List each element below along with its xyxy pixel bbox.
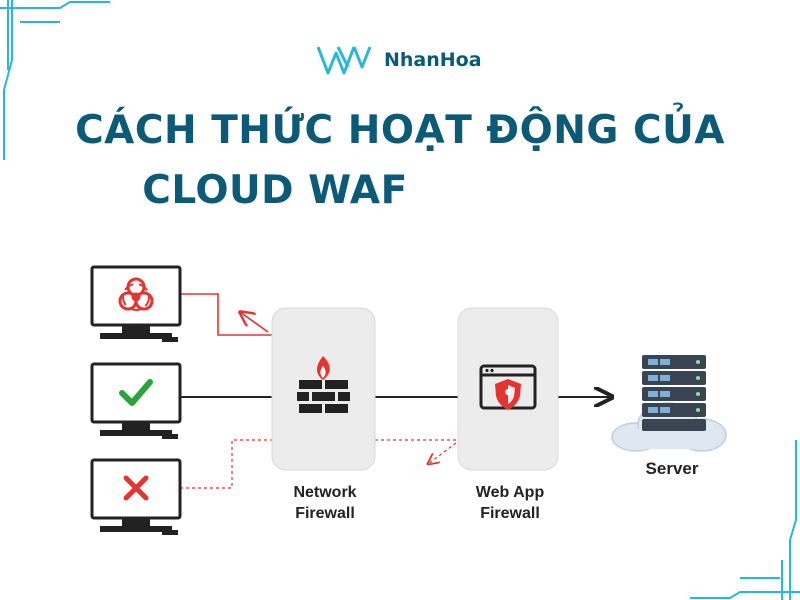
network-firewall-label-line2: Firewall [295, 505, 355, 522]
nhanhoa-logo-icon [316, 46, 372, 75]
brand-header: NhanHoa [316, 40, 482, 80]
client-monitor-allowed [90, 362, 182, 439]
client-monitor-malicious [90, 265, 182, 342]
page-title-line1: CÁCH THỨC HOẠT ĐỘNG CỦA [75, 108, 725, 153]
firewall-brick-icon [297, 356, 350, 413]
malicious-bounce-line [180, 293, 272, 336]
network-firewall-label-line1: Network [293, 484, 357, 501]
page-title-line2: CLOUD WAF [142, 168, 408, 213]
client-monitor-blocked [90, 458, 182, 535]
brand-name: NhanHoa [384, 49, 482, 71]
web-app-firewall-box [457, 307, 559, 471]
web-app-firewall-label-line1: Web App [475, 484, 545, 501]
web-app-firewall-label-line2: Firewall [480, 505, 540, 522]
server-rack-cloud-icon [611, 355, 727, 452]
cross-icon [123, 475, 149, 501]
biohazard-icon [118, 277, 154, 311]
network-firewall-box [271, 307, 376, 471]
check-icon [119, 379, 153, 406]
blocked-bounce-line [180, 439, 458, 489]
server-label: Server [645, 459, 699, 478]
shield-browser-icon [479, 364, 537, 410]
